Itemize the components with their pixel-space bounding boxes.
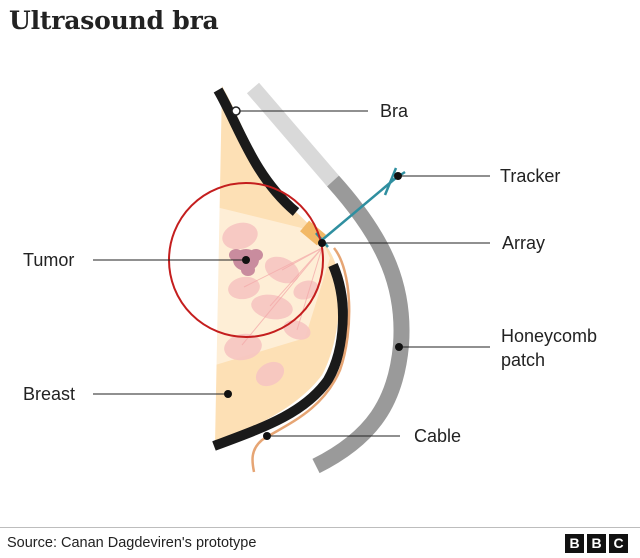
label-honeycomb-line2: patch: [501, 350, 545, 370]
label-tumor: Tumor: [23, 250, 74, 270]
array-marker: [318, 239, 326, 247]
breast-marker: [224, 390, 232, 398]
tissue-lines: [241, 247, 323, 346]
label-honeycomb-line1: Honeycomb: [501, 326, 597, 346]
cable-wire: [251, 247, 351, 473]
breast-tissue: [222, 222, 319, 387]
honeycomb-marker: [395, 343, 403, 351]
leader-lines: [93, 110, 490, 437]
label-bra: Bra: [380, 101, 409, 121]
logo-letter-3: C: [609, 534, 628, 553]
source-note: Source: Canan Dagdeviren's prototype: [7, 535, 257, 551]
logo-letter-1: B: [565, 534, 584, 553]
bra-band-lower: [212, 263, 348, 451]
chart-title: Ultrasound bra: [9, 6, 219, 35]
honeycomb-patch-upper: [246, 82, 340, 187]
bra-marker: [231, 106, 241, 116]
bbc-logo: B B C: [565, 534, 628, 553]
label-tracker: Tracker: [500, 166, 560, 186]
label-array: Array: [502, 233, 545, 253]
tumor-marker: [242, 256, 250, 264]
logo-letter-2: B: [587, 534, 606, 553]
label-cable: Cable: [414, 426, 461, 446]
tracker-marker: [394, 172, 402, 180]
footer-divider: [0, 527, 640, 528]
bra-band-upper: [213, 87, 300, 216]
label-breast: Breast: [23, 384, 75, 404]
cable-marker: [263, 432, 271, 440]
